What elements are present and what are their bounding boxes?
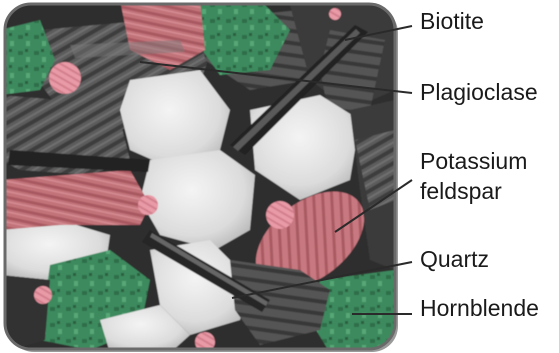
mineral-grains bbox=[0, 0, 400, 353]
label-feldspar: feldspar bbox=[420, 178, 502, 205]
label-biotite: Biotite bbox=[420, 8, 484, 35]
label-hornblende: Hornblende bbox=[420, 295, 539, 322]
label-potassium: Potassium bbox=[420, 148, 527, 175]
label-quartz: Quartz bbox=[420, 246, 489, 273]
label-plagioclase: Plagioclase bbox=[420, 79, 538, 106]
